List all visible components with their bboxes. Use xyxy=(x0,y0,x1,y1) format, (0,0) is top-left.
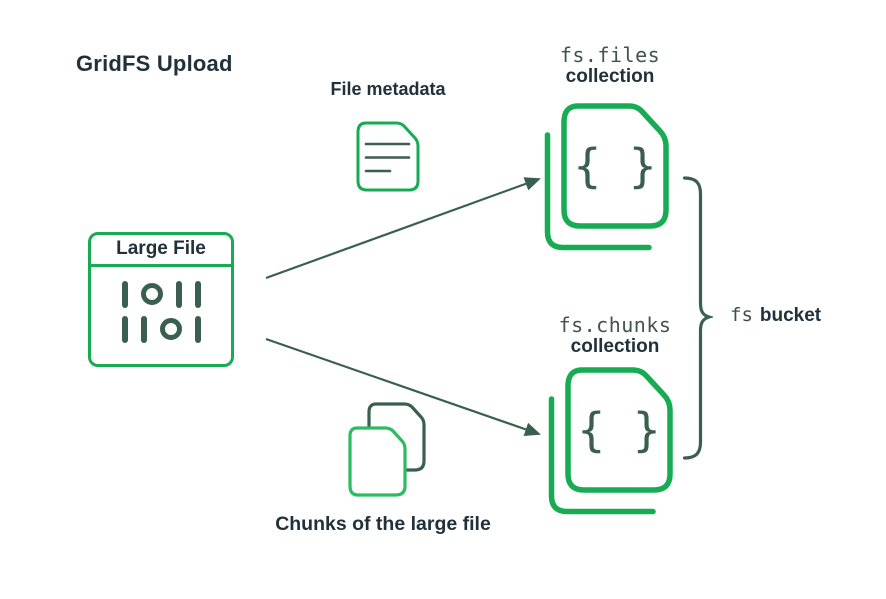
fs-chunks-collection-icon xyxy=(548,367,673,515)
bucket-grouping-brace xyxy=(683,176,713,460)
fs-files-label: fs.files collection xyxy=(540,44,680,88)
fs-files-type: collection xyxy=(565,66,655,87)
binary-digit-1 xyxy=(194,315,201,343)
file-metadata-document-icon xyxy=(356,121,420,192)
binary-row xyxy=(121,280,201,308)
text-lines xyxy=(364,142,411,173)
fs-chunks-label: fs.chunks collection xyxy=(545,314,685,358)
back-chunk-document xyxy=(367,402,426,472)
front-chunk-document xyxy=(348,426,407,497)
fs-chunks-name: fs.chunks xyxy=(558,313,672,337)
document-outline xyxy=(565,367,673,493)
binary-content xyxy=(91,267,231,343)
binary-digit-0 xyxy=(159,318,182,340)
stacked-sheet-outline xyxy=(544,132,652,251)
stacked-sheet-outline xyxy=(548,396,656,515)
page-title: GridFS Upload xyxy=(76,51,233,76)
binary-row xyxy=(121,315,201,343)
document-outline xyxy=(561,103,669,229)
bucket-label: fs bucket xyxy=(730,304,821,327)
binary-digit-1 xyxy=(121,315,128,343)
binary-digit-0 xyxy=(140,283,163,305)
chunks-caption: Chunks of the large file xyxy=(275,513,491,535)
fs-chunks-type: collection xyxy=(570,336,660,357)
binary-digit-1 xyxy=(140,315,147,343)
bucket-word: bucket xyxy=(759,305,822,326)
large-file-title: Large File xyxy=(91,235,231,267)
file-metadata-label: File metadata xyxy=(330,79,446,99)
binary-digit-1 xyxy=(121,280,128,308)
binary-digit-1 xyxy=(194,280,201,308)
file-chunks-icon xyxy=(348,402,426,497)
fs-files-collection-icon xyxy=(544,103,669,251)
arrow-chunks-to-fschunks xyxy=(265,337,541,437)
arrow-metadata-to-fsfiles xyxy=(265,177,541,280)
binary-digit-1 xyxy=(175,280,182,308)
bucket-prefix: fs xyxy=(730,304,753,326)
large-file-box: Large File xyxy=(88,232,234,367)
fs-files-name: fs.files xyxy=(559,43,661,67)
